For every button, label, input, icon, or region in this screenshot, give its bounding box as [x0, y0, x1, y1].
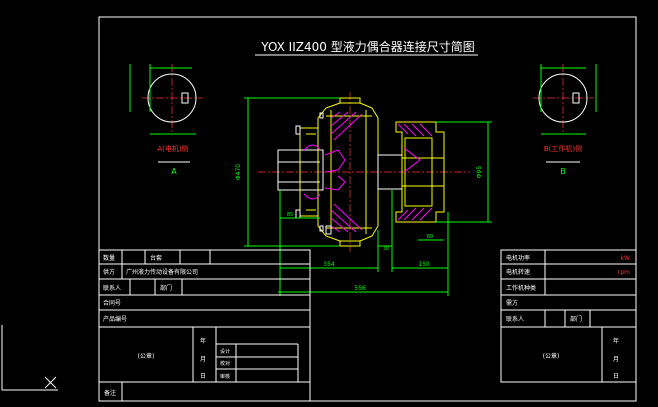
tb-right-r4c1: 联系人: [506, 315, 524, 323]
ucs-cross-2: [44, 376, 57, 389]
tb-left-r4c1: 产品编号: [103, 315, 127, 323]
right-view-letter: B: [560, 167, 566, 176]
hatch-top: [330, 111, 363, 141]
tb-left-r1c2: 广州液力传动设备有限公司: [126, 268, 198, 276]
left-view-label: A(电机)侧: [157, 144, 188, 153]
tb-left-day: 日: [200, 373, 206, 380]
right-shaft-view: B(工作机)侧 B: [533, 64, 597, 176]
tb-remarks: 备注: [104, 389, 116, 397]
tb-right-r1c1: 电机转速: [506, 268, 530, 276]
tb-right-r4c2: 部门: [570, 315, 582, 323]
tb-left-r1c1: 供方: [103, 268, 115, 276]
tb-left-sign-1: 校对: [220, 360, 230, 367]
runner-blade-1: [324, 149, 346, 173]
tb-left-year: 年: [200, 337, 206, 345]
output-coupling-inner: [404, 137, 433, 207]
tb-left-sign-0: 设计: [220, 348, 230, 355]
right-keyway: [572, 92, 580, 104]
bolt-bottom-right: [325, 225, 332, 235]
hatch-right-mid: [403, 147, 421, 173]
tb-left-r3c1: 合同号: [103, 299, 121, 307]
dim-left-vertical-text: Φ470: [235, 164, 242, 180]
ucs-icon: [1, 325, 58, 391]
hatch-right-top: [397, 123, 433, 137]
tb-right-year: 年: [613, 337, 619, 345]
tb-right-month: 月: [613, 356, 619, 363]
tb-left-sign-2: 审核: [220, 373, 230, 380]
tb-right-seal: (公章): [543, 352, 560, 360]
bolt-bottom-left: [295, 209, 301, 219]
tb-left-r2c3: 部门: [160, 284, 172, 292]
drawing-border: [98, 16, 637, 402]
tb-right-r0c1: 电机功率: [506, 254, 530, 262]
tb-left-r2c1: 联系人: [103, 284, 121, 292]
housing-inner-walls: [330, 110, 367, 234]
tb-left-frame: [98, 249, 311, 402]
title-block-right: 电机功率 kW 电机转速 rpm 工作机种类 需方 联系人 部门 (公章) 年 …: [500, 249, 637, 383]
tb-right-frame: [500, 249, 637, 383]
dim-total-text: 556: [354, 285, 366, 292]
hatch-right-bottom: [397, 207, 433, 221]
housing-rim: [339, 97, 361, 247]
bolt-top-mid: [319, 112, 324, 119]
drawing-title: YOX IIZ400 型液力偶合器连接尺寸简图: [260, 39, 474, 54]
tb-left-r0c2: 台套: [150, 254, 162, 262]
left-view-letter: A: [171, 167, 177, 176]
runner-blade-2: [324, 175, 346, 191]
hatch-bottom: [330, 203, 363, 233]
bolt-top-left: [295, 125, 301, 135]
dim-mid-text: 354: [323, 261, 335, 268]
tb-right-r2c1: 工作机种类: [506, 284, 536, 292]
left-hub-inner: [306, 133, 316, 211]
right-view-label: B(工作机)侧: [544, 144, 582, 153]
dimension-set: Φ470 Φ95 85 30 60 354 150 556: [235, 97, 492, 296]
tb-left-seal: (公章): [138, 352, 155, 360]
tb-right-r0c3: kW: [621, 255, 630, 262]
tb-left-r0c1: 数量: [103, 254, 115, 262]
left-shaft-circle: [147, 73, 197, 123]
title-block-left: 数量 台套 供方 广州液力传动设备有限公司 联系人 部门 合同号 产品编号 (公…: [98, 249, 311, 402]
dim-right-len-text: 150: [418, 261, 430, 268]
coupling-assembly: [258, 92, 470, 252]
tb-right-r1c3: rpm: [618, 269, 630, 276]
left-keyway: [181, 92, 189, 104]
dim-right-small-text: 60: [427, 234, 433, 240]
seal-left-1: [303, 144, 321, 151]
tb-right-day: 日: [613, 373, 619, 380]
left-shaft-view: A(电机)侧 A: [129, 64, 203, 176]
dim-right-vertical-text: Φ95: [476, 166, 483, 179]
right-shaft-circle: [538, 73, 588, 123]
tb-left-month: 月: [200, 356, 206, 363]
seal-left-2: [303, 193, 321, 200]
dim-gap-text: 30: [383, 246, 389, 252]
bolt-bottom-mid: [319, 225, 324, 232]
dim-small-left-text: 85: [287, 212, 293, 218]
tb-right-r3c1: 需方: [506, 299, 518, 307]
output-bore-lines: [402, 157, 444, 187]
